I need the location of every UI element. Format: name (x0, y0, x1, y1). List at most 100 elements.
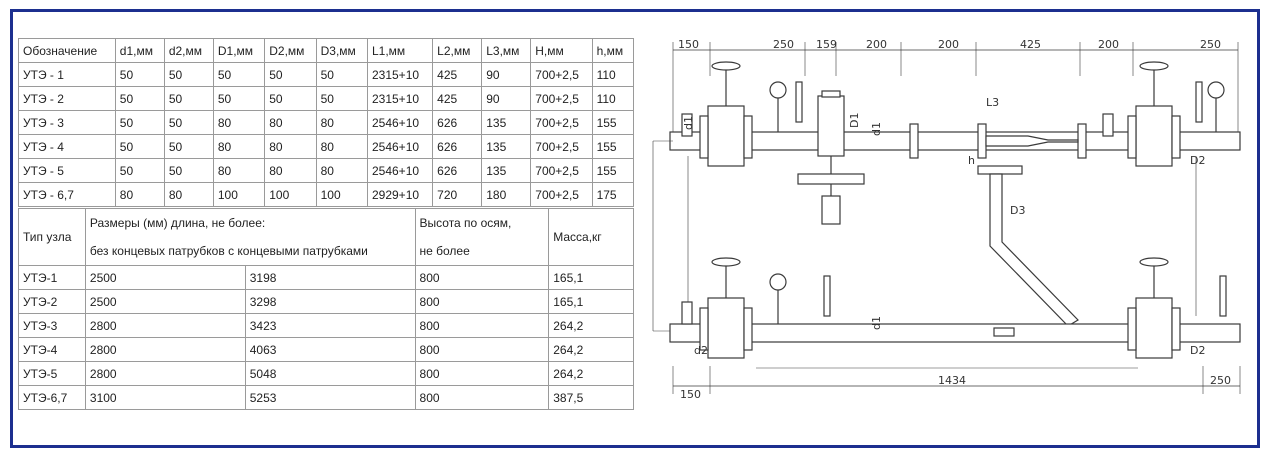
table-cell: 3100 (84, 385, 246, 410)
table-cell: 700+2,5 (530, 182, 593, 207)
table-cell: 2800 (84, 313, 246, 338)
col-type-header: Тип узла (18, 208, 86, 266)
label-D3: D3 (1010, 204, 1025, 217)
table-cell: 425 (432, 62, 483, 87)
table-cell: 80 (264, 110, 317, 135)
table-cell: 700+2,5 (530, 62, 593, 87)
table-cell: 135 (481, 110, 532, 135)
label-h: h (968, 154, 975, 167)
table-cell: УТЭ-2 (18, 289, 86, 314)
table-cell: 50 (114, 86, 165, 111)
table-cell: УТЭ - 6,7 (18, 182, 116, 207)
table-cell: 50 (163, 158, 214, 183)
label-d1-a: d1 (682, 116, 695, 130)
label-L3: L3 (986, 96, 999, 109)
table-cell: 50 (163, 62, 214, 87)
label-d1-c: d1 (870, 316, 883, 330)
dim-bottom-1: 1434 (938, 374, 966, 387)
table-cell: 700+2,5 (530, 110, 593, 135)
table-cell: 50 (315, 86, 368, 111)
label-D2-bottom: D2 (1190, 344, 1205, 357)
dim-top-1: 250 (773, 38, 794, 51)
table-cell: 80 (315, 134, 368, 159)
table-cell: 50 (212, 86, 266, 111)
table-cell: 90 (481, 86, 532, 111)
table-header-cell: L2,мм (432, 38, 483, 63)
table-cell: УТЭ - 3 (18, 110, 116, 135)
table-cell: 165,1 (548, 265, 634, 290)
table-cell: 50 (163, 86, 214, 111)
table-cell: 387,5 (548, 385, 634, 410)
table-cell: 800 (414, 361, 550, 386)
table-cell: УТЭ - 4 (18, 134, 116, 159)
table-cell: 264,2 (548, 361, 634, 386)
table-cell: 50 (114, 158, 165, 183)
table-cell: 2546+10 (366, 134, 434, 159)
table-cell: 2929+10 (366, 182, 434, 207)
table-cell: 80 (315, 158, 368, 183)
table-cell: УТЭ - 2 (18, 86, 116, 111)
table-cell: УТЭ - 5 (18, 158, 116, 183)
dim-bottom-0: 150 (680, 388, 701, 401)
drawing-svg: 150 250 159 200 200 425 200 250 150 1434… (652, 38, 1241, 401)
table-header-cell: D1,мм (212, 38, 266, 63)
table-cell: 135 (481, 158, 532, 183)
table-cell: 110 (591, 62, 635, 87)
table-cell: 155 (591, 158, 635, 183)
table-cell: 626 (432, 134, 483, 159)
table-cell: 80 (315, 110, 368, 135)
table-cell: 2546+10 (366, 110, 434, 135)
table-header-cell: L1,мм (366, 38, 434, 63)
table-header-cell: D2,мм (264, 38, 317, 63)
table-cell: 50 (264, 62, 317, 87)
table-cell: 2500 (84, 289, 246, 314)
table-header-cell: D3,мм (315, 38, 368, 63)
table-cell: 80 (212, 158, 266, 183)
table-cell: УТЭ-3 (18, 313, 86, 338)
table-cell: 80 (264, 158, 317, 183)
table-cell: 5048 (244, 361, 416, 386)
table-cell: 264,2 (548, 313, 634, 338)
table-cell: 700+2,5 (530, 158, 593, 183)
table-cell: 4063 (244, 337, 416, 362)
table-cell: 3423 (244, 313, 416, 338)
table-header-cell: Обозначение (18, 38, 116, 63)
table-cell: 800 (414, 289, 550, 314)
table-cell: 700+2,5 (530, 86, 593, 111)
table-cell: 425 (432, 86, 483, 111)
table-cell: УТЭ-6,7 (18, 385, 86, 410)
table-cell: 100 (212, 182, 266, 207)
table-cell: 165,1 (548, 289, 634, 314)
dim-bottom-2: 250 (1210, 374, 1231, 387)
table-cell: 2546+10 (366, 158, 434, 183)
dim-top-7: 250 (1200, 38, 1221, 51)
dim-top-0: 150 (678, 38, 699, 51)
table-cell: 50 (163, 110, 214, 135)
table-cell: УТЭ-5 (18, 361, 86, 386)
table-cell: 800 (414, 385, 550, 410)
col-without-label: без концевых патрубков (89, 244, 225, 258)
dim-top-3: 200 (866, 38, 887, 51)
size-mass-table: Тип узла Размеры (мм) длина, не более: В… (18, 208, 634, 410)
table-cell: 50 (264, 86, 317, 111)
table-cell: 50 (114, 62, 165, 87)
table-cell: 800 (414, 313, 550, 338)
table-cell: 80 (163, 182, 214, 207)
col-sizes-header: Размеры (мм) длина, не более: (84, 208, 416, 237)
table-cell: 80 (212, 110, 266, 135)
table-cell: 2800 (84, 337, 246, 362)
label-d1-b: d1 (870, 122, 883, 136)
table-cell: 50 (315, 62, 368, 87)
col-mass-header: Масса,кг (548, 208, 634, 266)
table-cell: 800 (414, 337, 550, 362)
table-cell: 180 (481, 182, 532, 207)
